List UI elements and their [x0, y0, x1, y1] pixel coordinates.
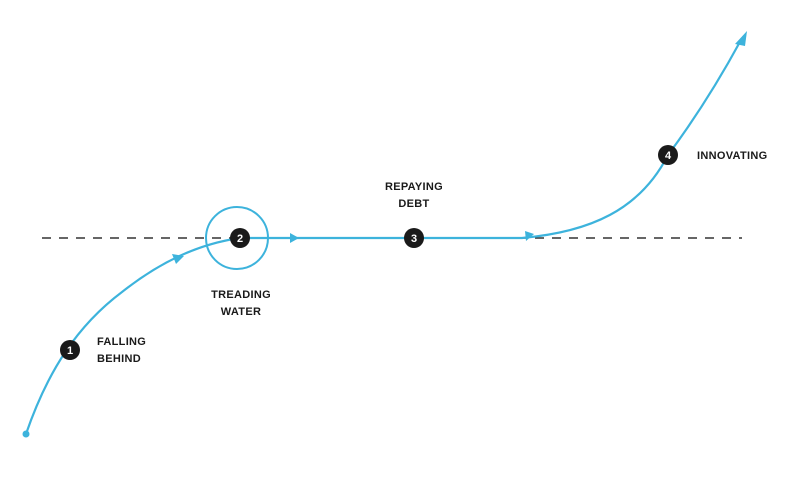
start-dot-marker — [22, 430, 30, 438]
stage-1-number: 1 — [67, 345, 73, 357]
direction-arrow-icon — [290, 233, 299, 243]
stage-4-label-line-1: INNOVATING — [697, 150, 767, 162]
stage-4-marker — [658, 145, 678, 165]
stage-3-label-line-1: REPAYING — [385, 181, 443, 193]
end-arrowhead-icon — [735, 31, 747, 46]
stage-1-label-line-2: BEHIND — [97, 353, 141, 365]
stage-3: 3 REPAYING DEBT — [385, 181, 443, 248]
stage-2: 2 TREADING WATER — [211, 228, 271, 318]
treading-water-highlight-ring — [205, 206, 269, 270]
stage-4: 4 INNOVATING — [658, 145, 767, 165]
stage-2-label-line-2: WATER — [221, 306, 261, 318]
stage-3-number: 3 — [411, 233, 417, 245]
stage-2-number: 2 — [237, 233, 243, 245]
stage-3-label-line-2: DEBT — [398, 198, 429, 210]
stage-4-number: 4 — [665, 150, 672, 162]
stage-2-label-line-1: TREADING — [211, 289, 271, 301]
stage-2-marker — [230, 228, 250, 248]
direction-arrow-icon — [525, 231, 534, 241]
stage-3-marker — [404, 228, 424, 248]
stage-1-marker — [60, 340, 80, 360]
progress-curve — [24, 38, 743, 436]
direction-arrow-icon — [172, 254, 184, 264]
stage-1: 1 FALLING BEHIND — [60, 336, 146, 365]
stage-1-label-line-1: FALLING — [97, 336, 146, 348]
